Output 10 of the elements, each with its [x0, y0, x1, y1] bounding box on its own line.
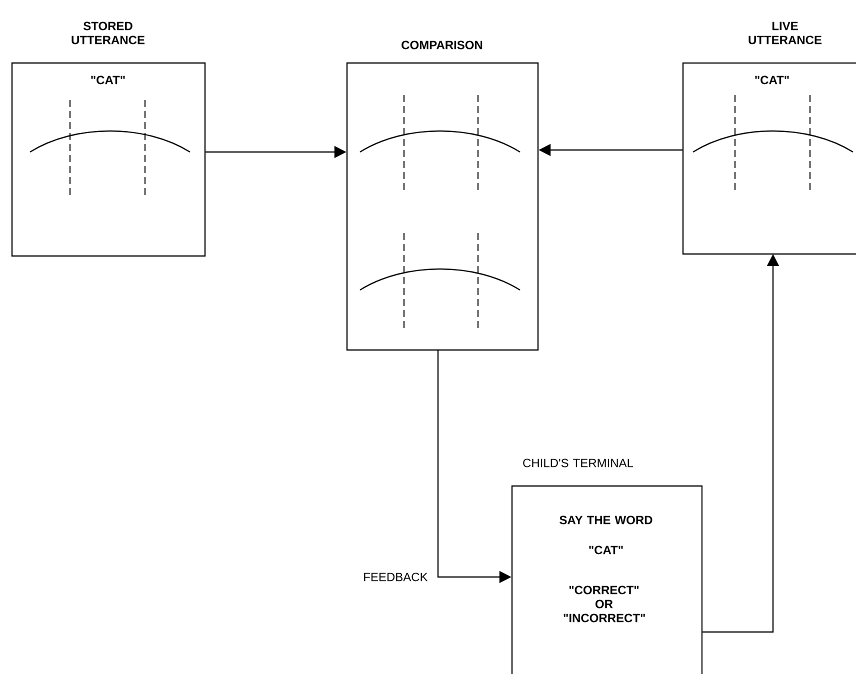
- box-text: "CAT": [755, 76, 789, 84]
- box-text: "CORRECT" OR "INCORRECT": [564, 586, 645, 622]
- heading: COMPARISON: [402, 40, 482, 50]
- heading: LIVE UTTERANCE: [748, 22, 822, 44]
- heading: STORED UTTERANCE: [72, 22, 145, 44]
- heading: CHILD'S TERMINAL: [523, 458, 634, 468]
- box-text: SAY THE WORD: [560, 516, 652, 524]
- box-text: "CAT": [91, 76, 125, 84]
- box-text: "CAT": [589, 546, 623, 554]
- edge-label: FEEDBACK: [364, 572, 428, 582]
